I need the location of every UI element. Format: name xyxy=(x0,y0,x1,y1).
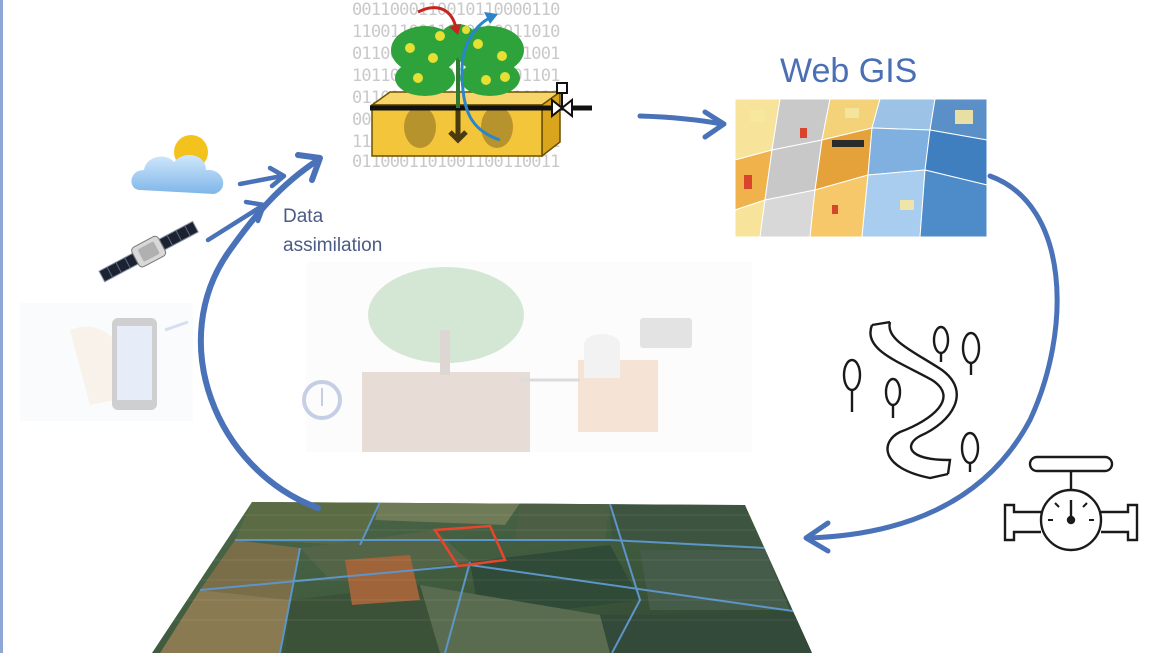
data-assimilation-line-2: assimilation xyxy=(283,235,383,256)
web-gis-label: Web GIS xyxy=(780,52,918,90)
model-to-gis-arrow xyxy=(637,113,725,127)
cloud-icon xyxy=(131,155,224,194)
cycle-arrows xyxy=(197,109,1060,554)
satellite-input-arrow xyxy=(205,203,265,243)
binary-row: 0011000110010110000110 xyxy=(352,0,560,20)
selected-field-outline xyxy=(432,524,507,568)
valve-gauge-icon xyxy=(1003,455,1139,552)
data-assimilation-line-1: Data xyxy=(283,206,324,227)
gis-to-field-arrow xyxy=(805,173,1060,541)
crop-model-illustration xyxy=(369,6,592,158)
river-forest-icon xyxy=(842,320,981,480)
aerial-field-image xyxy=(152,502,812,653)
left-border xyxy=(0,0,3,653)
binary-row: 0110001101001100110011 xyxy=(352,152,560,172)
web-gis-map xyxy=(734,98,988,238)
weather-input-arrow xyxy=(237,173,285,187)
magnifier-icon xyxy=(302,380,342,420)
field-to-model-arrow xyxy=(197,157,321,511)
sensor-tree-illustration xyxy=(306,262,752,452)
satellite-icon xyxy=(98,220,199,283)
data-assimilation-label: Data assimilation xyxy=(283,202,382,260)
smartphone-icon xyxy=(20,303,193,421)
